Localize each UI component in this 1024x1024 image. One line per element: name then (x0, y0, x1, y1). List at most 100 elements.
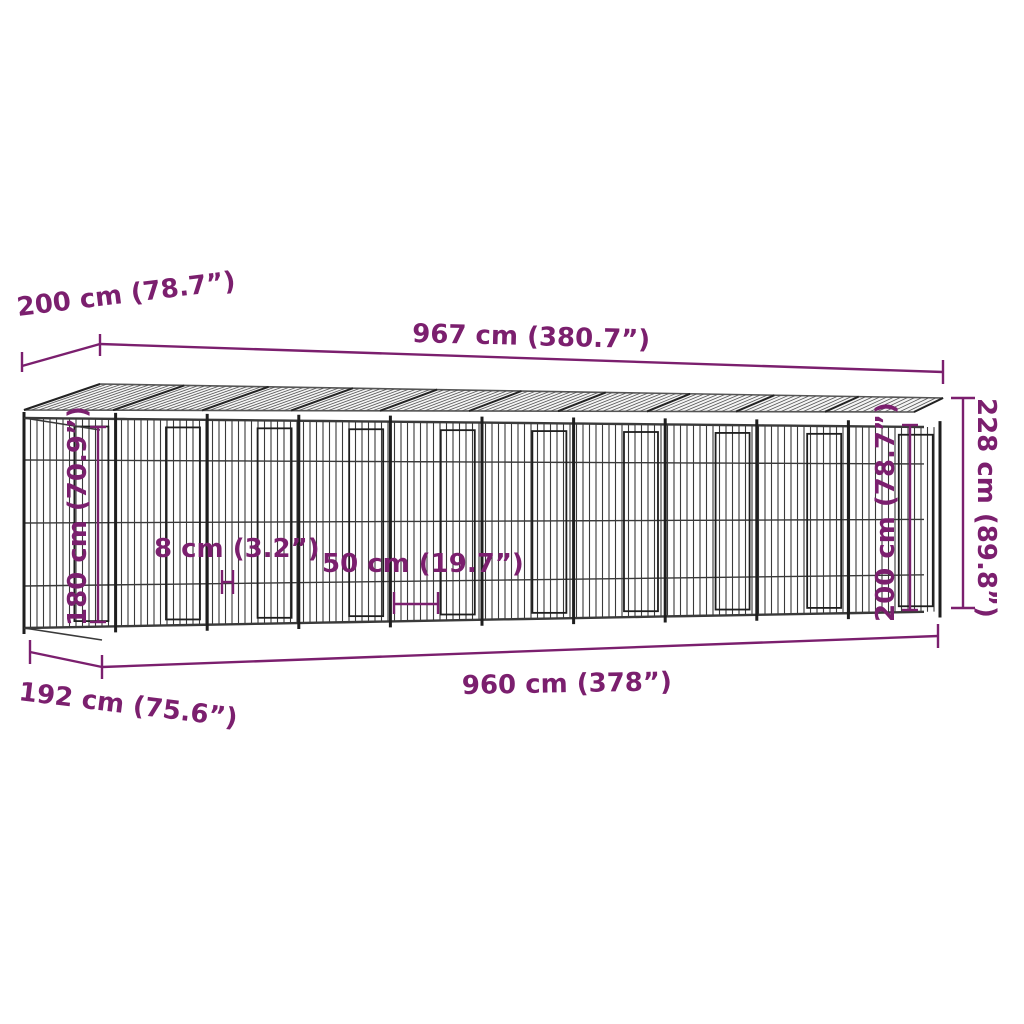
dog-kennel-illustration (22, 383, 944, 641)
roof-rib (298, 387, 361, 411)
roof-rib (535, 391, 585, 412)
cage-side-top (23, 417, 101, 431)
roof-rib (624, 393, 670, 412)
roof-rafter (112, 384, 185, 412)
base-length-dimension (101, 624, 940, 669)
roof-rib (491, 390, 543, 412)
cage-door (623, 431, 659, 613)
roof-length-label: 967 cm (380.7”) (412, 319, 651, 355)
roof-rib (53, 384, 129, 411)
roof-rafter (913, 397, 944, 413)
roof-rib (780, 395, 817, 413)
roof-rib (721, 394, 761, 412)
roof-rib (238, 387, 304, 411)
roof-rib (320, 388, 382, 412)
roof-rib (513, 391, 564, 412)
cage-door (165, 426, 201, 621)
roof-rib (906, 397, 937, 413)
roof-rib (60, 384, 136, 411)
roof-rafter (824, 395, 860, 413)
roof-rib (313, 388, 375, 412)
roof-rib (372, 389, 431, 412)
roof-rib (713, 394, 754, 412)
roof-rib (550, 391, 599, 412)
roof-rib (216, 386, 283, 411)
roof-rib (142, 385, 213, 411)
roof-rib (127, 385, 199, 411)
roof-rib (832, 396, 866, 413)
roof-rib (691, 394, 733, 412)
cage-door (806, 432, 843, 609)
roof-rib (246, 387, 311, 411)
roof-rib (528, 391, 578, 412)
roof-rib (461, 390, 515, 412)
total-height-label: 228 cm (89.8”) (971, 398, 1001, 618)
roof-rib (565, 392, 613, 412)
roof-rib (231, 386, 297, 411)
cage-door (348, 428, 385, 618)
roof-rib (424, 389, 480, 412)
total-height-dimension (951, 396, 975, 610)
roof-rafter (201, 385, 269, 412)
roof-rib (572, 392, 620, 412)
door-height-label: 200 cm (78.7”) (871, 402, 901, 622)
roof-rib (580, 392, 628, 412)
roof-rib (891, 397, 923, 413)
roof-rib (750, 395, 789, 413)
roof-rib (454, 390, 508, 412)
roof-rib (416, 389, 473, 412)
roof-rib (194, 386, 262, 411)
roof-rib (765, 395, 803, 413)
roof-rib (587, 392, 635, 412)
roof-rib (728, 394, 768, 412)
cage-side-bottom (23, 627, 103, 641)
roof-rib (335, 388, 396, 412)
wall-height-dimension (90, 425, 106, 624)
roof-rib (149, 385, 220, 411)
roof-rib (498, 391, 550, 412)
roof-rib (350, 388, 410, 412)
kennel-cage (22, 412, 942, 641)
roof-rib (305, 388, 368, 412)
roof-rib (357, 388, 417, 412)
roof-rib (46, 383, 122, 411)
wall-height-label: 180 cm (70.9”) (63, 406, 93, 626)
roof-rib (654, 393, 698, 412)
roof-rib (817, 396, 852, 413)
base-depth-label: 192 cm (75.6”) (17, 677, 239, 734)
cage-door (714, 432, 751, 611)
roof-rib (90, 384, 164, 411)
roof-rafter (468, 390, 522, 412)
roof-rib (98, 384, 171, 411)
roof-rib (698, 394, 740, 412)
roof-rib (387, 389, 445, 412)
roof-rib (209, 386, 276, 411)
roof-rib (787, 395, 824, 413)
roof-rib (839, 396, 873, 413)
base-length-label: 960 cm (378”) (462, 667, 673, 701)
roof-rib (268, 387, 332, 411)
roof-rib (120, 385, 192, 411)
roof-rib (187, 386, 255, 411)
roof-rib (683, 394, 726, 412)
roof-depth-label: 200 cm (78.7”) (15, 266, 237, 323)
dimension-lines (20, 334, 975, 679)
roof-rib (431, 390, 487, 412)
roof-rib (772, 395, 810, 413)
roof-rib (676, 393, 719, 412)
roof-rib (83, 384, 157, 411)
roof-rib (758, 395, 796, 413)
roof-rib (409, 389, 466, 412)
roof-rib (276, 387, 339, 411)
door-width-dimension (392, 592, 440, 614)
cage-door (256, 427, 293, 619)
roof-rib (253, 387, 318, 411)
roof-rib (639, 393, 684, 412)
roof-rib (876, 397, 909, 413)
roof-rafter (23, 383, 101, 411)
roof-rib (75, 384, 150, 411)
bar-spacing-dimension (220, 570, 235, 594)
roof-rib (31, 383, 108, 411)
roof-rafter (735, 394, 775, 413)
roof-rafter (379, 388, 438, 412)
